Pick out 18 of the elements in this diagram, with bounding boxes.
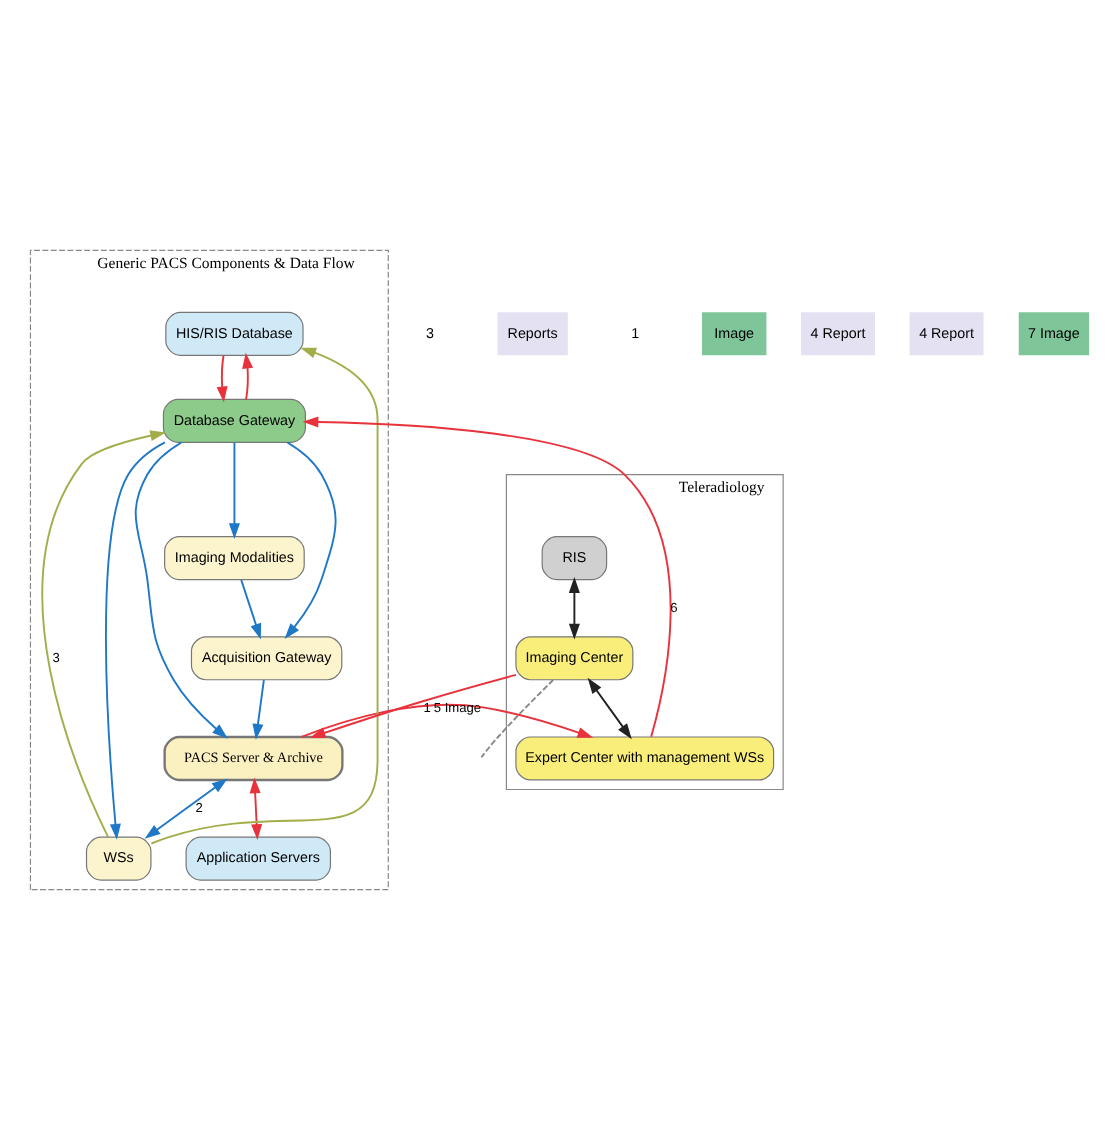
arrow (302, 416, 672, 738)
arrow (300, 703, 594, 738)
arrow (105, 441, 166, 840)
arrow (144, 778, 228, 839)
arrow (240, 579, 262, 640)
arrow (150, 347, 379, 845)
arrow (252, 679, 265, 740)
arrow (309, 673, 517, 739)
arrow (242, 352, 254, 401)
arrow (587, 677, 632, 740)
arrow (568, 577, 580, 640)
arrow (228, 441, 240, 540)
arrow (41, 430, 166, 838)
arrow (134, 441, 228, 739)
arrow (249, 777, 263, 840)
arrow (216, 354, 228, 403)
connector (480, 679, 555, 759)
arrow (284, 441, 337, 639)
